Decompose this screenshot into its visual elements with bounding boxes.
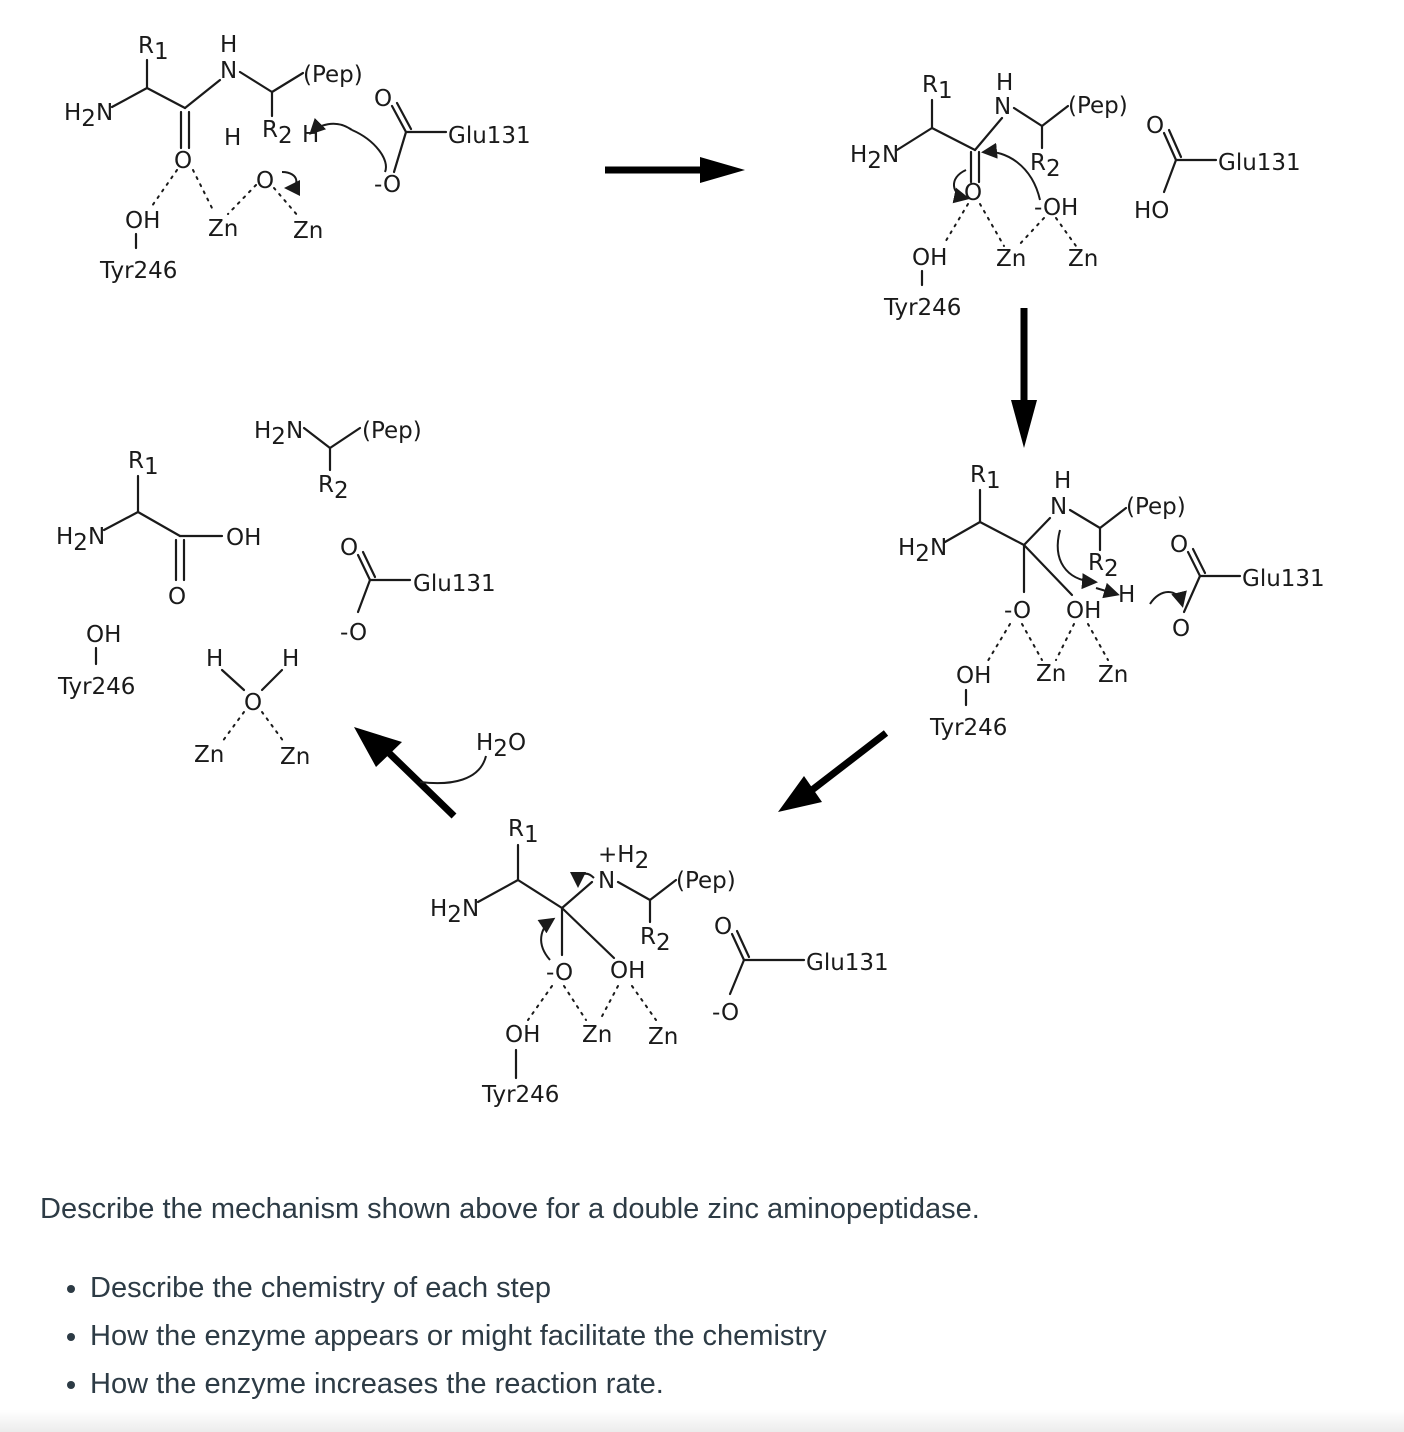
r2-label: R2	[1030, 150, 1061, 182]
glu-o-label: O	[374, 86, 392, 112]
hydroxyl-label: OH	[610, 958, 645, 984]
r1-label: R1	[138, 33, 169, 65]
tyr-label: Tyr246	[883, 295, 961, 321]
pep-label: (Pep)	[1068, 93, 1128, 119]
glu-o-label: O	[1172, 616, 1190, 642]
question-bullet-list: Describe the chemistry of each step How …	[40, 1264, 1380, 1408]
tyr-label: Tyr246	[929, 715, 1007, 741]
proton-label: H	[1118, 582, 1135, 608]
zn2-label: Zn	[648, 1024, 678, 1050]
released-amine-label: H2N	[254, 418, 303, 450]
question-bullet: How the enzyme appears or might facilita…	[90, 1312, 1380, 1360]
ammonium-n-label: N	[598, 868, 615, 894]
glu-o-label: O	[1146, 113, 1164, 139]
r1-label: R1	[970, 462, 1001, 494]
question-prompt: Describe the mechanism shown above for a…	[40, 1193, 980, 1225]
step3-arrow	[809, 730, 889, 793]
water-h1-label: H	[206, 646, 223, 672]
amide-n-label: N	[1050, 494, 1067, 520]
amine-label: H2N	[64, 100, 113, 132]
question-bullet: How the enzyme increases the reaction ra…	[90, 1360, 1380, 1408]
step2-nucleophilic-attack: R1 H2N O H N (Pep) R2 -OH O Glu131 HO OH…	[850, 70, 1301, 321]
water-o-label: O	[256, 168, 274, 194]
acid-o-label: O	[168, 584, 186, 610]
glu-ho-label: HO	[1134, 198, 1169, 224]
amine-label: H2N	[850, 142, 899, 174]
tyr-oh-label: OH	[505, 1022, 540, 1048]
hydroxyl-label: OH	[1066, 598, 1101, 624]
r2-label: R2	[640, 924, 671, 956]
r1-label: R1	[128, 448, 159, 480]
pep-label: (Pep)	[303, 62, 363, 88]
tyr-label: Tyr246	[481, 1082, 559, 1108]
glu-label: Glu131	[448, 123, 531, 149]
glu-label: Glu131	[1242, 566, 1325, 592]
step1-substrate-complex: R1 H2N O H N (Pep) R2 H H O O Glu131 -O …	[64, 32, 531, 284]
amine-label: H2N	[56, 524, 105, 556]
zn1-label: Zn	[194, 742, 224, 768]
glu-o-label: O	[1170, 532, 1188, 558]
step4-arrow	[385, 749, 457, 819]
amide-n-label: N	[220, 58, 237, 84]
amine-label: H2N	[898, 535, 947, 567]
zn2-label: Zn	[1098, 662, 1128, 688]
tyr-oh-label: OH	[912, 245, 947, 271]
zn2-label: Zn	[1068, 246, 1098, 272]
amide-h-label: H	[996, 70, 1013, 96]
water-entry-curve	[419, 755, 487, 785]
ammonium-h2-label: +H2	[598, 842, 649, 874]
amide-h-label: H	[220, 32, 237, 58]
zn2-label: Zn	[293, 218, 323, 244]
water-h2-label: H	[302, 122, 319, 148]
glu-o-minus-label: -O	[340, 620, 367, 646]
r2-label: R2	[1088, 550, 1119, 582]
acid-oh-label: OH	[226, 525, 261, 551]
pep-label: (Pep)	[676, 868, 736, 894]
step4-cn-cleavage: R1 H2N +H2 N (Pep) R2 -O OH O Glu131 -O …	[430, 816, 889, 1108]
step5-products: H2N (Pep) R2 R1 H2N OH O O Glu131 -O OH …	[56, 418, 496, 770]
tyr-oh-label: OH	[86, 622, 121, 648]
zn1-label: Zn	[996, 246, 1026, 272]
zn2-label: Zn	[280, 744, 310, 770]
question-bullet: Describe the chemistry of each step	[90, 1264, 1380, 1312]
r2-label: R2	[318, 472, 349, 504]
water-h1-label: H	[224, 125, 241, 151]
r2-label: R2	[262, 117, 293, 149]
water-h2-label: H	[282, 646, 299, 672]
bottom-edge-shadow	[0, 1410, 1404, 1432]
glu-label: Glu131	[806, 950, 889, 976]
alkoxide-label: -O	[546, 960, 573, 986]
glu-o-minus-label: -O	[374, 172, 401, 198]
glu-o-label: O	[340, 535, 358, 561]
tyr-oh-label: OH	[956, 663, 991, 689]
zn1-label: Zn	[208, 216, 238, 242]
mechanism-scheme: R1 H2N O H N (Pep) R2 H H O O Glu131 -O …	[56, 32, 1325, 1108]
hydroxide-label: -OH	[1034, 195, 1078, 221]
zn1-label: Zn	[582, 1022, 612, 1048]
step3-tetrahedral-intermediate: R1 H2N H N (Pep) R2 -O OH H O Glu131 O O…	[898, 462, 1325, 741]
pep-label: (Pep)	[1126, 494, 1186, 520]
alkoxide-label: -O	[1004, 598, 1031, 624]
glu-label: Glu131	[413, 571, 496, 597]
glu-o-label: O	[714, 914, 732, 940]
water-o-label: O	[244, 690, 262, 716]
water-label: H2O	[476, 730, 526, 762]
tyr-oh-label: OH	[125, 208, 160, 234]
tyr-label: Tyr246	[57, 674, 135, 700]
zn1-label: Zn	[1036, 661, 1066, 687]
carbonyl-o-label: O	[174, 148, 192, 174]
amide-h-label: H	[1054, 468, 1071, 494]
glu-label: Glu131	[1218, 150, 1301, 176]
r1-label: R1	[922, 72, 953, 104]
question-block: Describe the mechanism shown above for a…	[40, 1193, 1380, 1408]
pep-label: (Pep)	[362, 418, 422, 444]
r1-label: R1	[508, 816, 539, 848]
carbonyl-o-label: O	[964, 180, 982, 206]
amide-n-label: N	[994, 94, 1011, 120]
tyr-label: Tyr246	[99, 258, 177, 284]
glu-o-minus-label: -O	[712, 1000, 739, 1026]
amine-label: H2N	[430, 896, 479, 928]
